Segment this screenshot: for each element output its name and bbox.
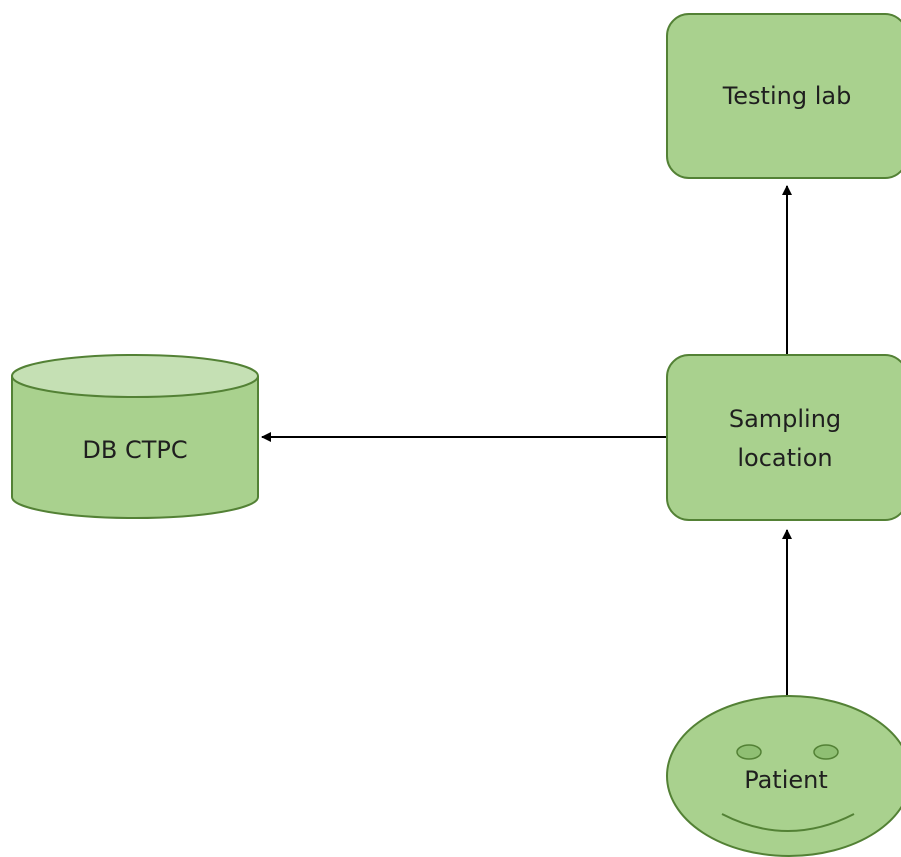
node-db-ctpc[interactable]: DB CTPC	[11, 354, 259, 519]
node-patient[interactable]: Patient	[666, 695, 901, 857]
sampling-location-label-line2: location	[737, 444, 832, 472]
testing-lab-box	[666, 13, 901, 179]
patient-label: Patient	[744, 766, 828, 794]
patient-smile	[721, 813, 855, 832]
sampling-location-box	[666, 354, 901, 521]
patient-right-eye	[813, 744, 839, 760]
sampling-location-label-line1: Sampling	[729, 405, 841, 433]
db-ctpc-cylinder-top	[11, 354, 259, 398]
node-sampling-location[interactable]: Sampling location	[666, 354, 901, 521]
node-testing-lab[interactable]: Testing lab	[666, 13, 901, 179]
testing-lab-label: Testing lab	[722, 82, 852, 110]
db-ctpc-cylinder-body	[11, 376, 259, 519]
db-ctpc-label: DB CTPC	[82, 436, 187, 464]
patient-left-eye	[736, 744, 762, 760]
